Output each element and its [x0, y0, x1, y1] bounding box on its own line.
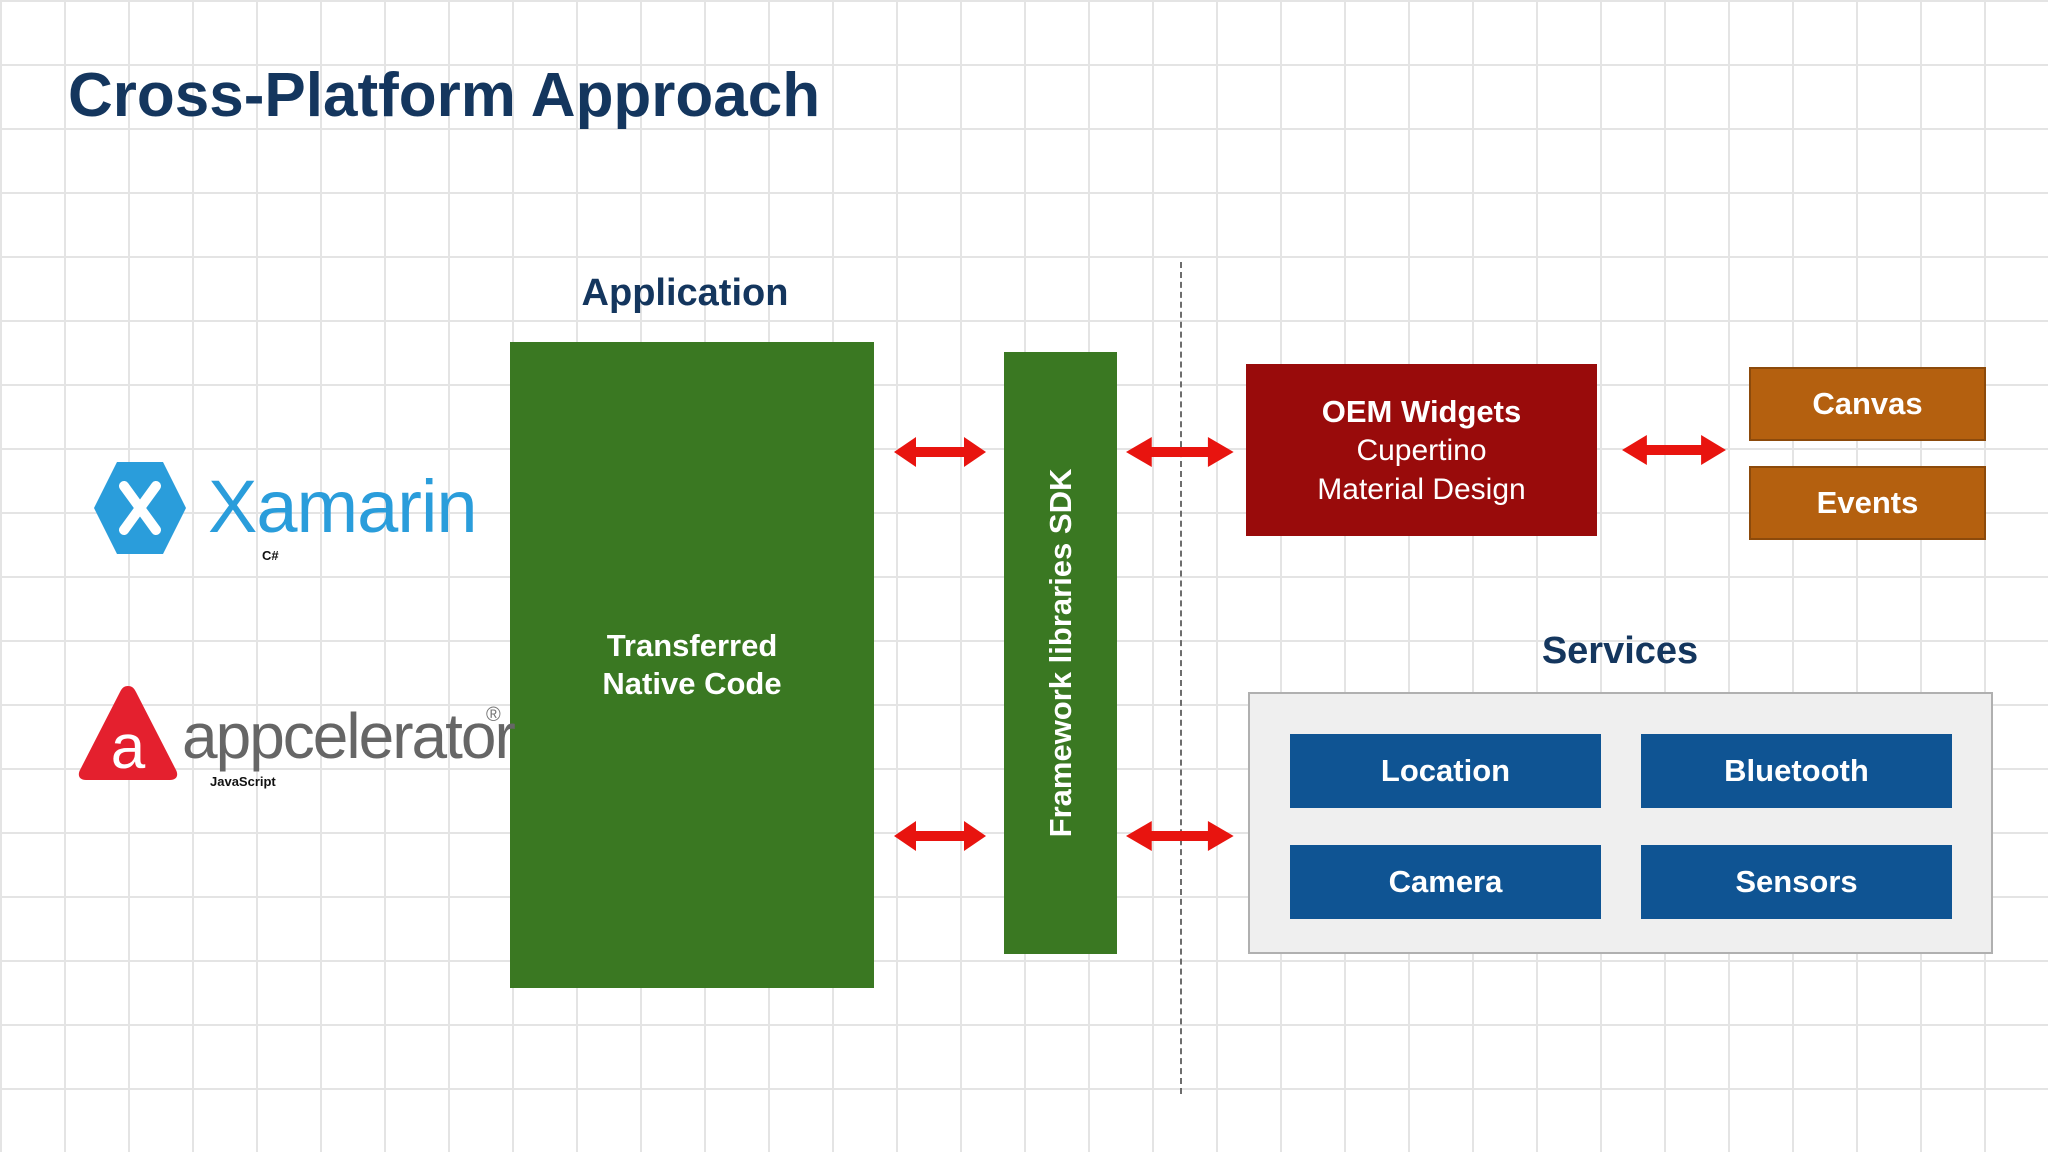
services-heading: Services [1541, 630, 1699, 672]
native-code-line1: Transferred [606, 628, 778, 663]
oem-cupertino: Cupertino [1356, 433, 1487, 467]
sdk-oem-arrow [1126, 437, 1234, 467]
xamarin-logo-icon [90, 458, 190, 558]
service-bluetooth: Bluetooth [1641, 734, 1952, 808]
xamarin-language: C# [262, 548, 279, 563]
native-code-line2: Native Code [602, 666, 782, 701]
svg-text:a: a [111, 713, 146, 782]
oem-canvas-arrow [1622, 435, 1726, 465]
oem-widgets-box: OEM Widgets Cupertino Material Design [1246, 364, 1597, 536]
events-box: Events [1749, 466, 1986, 540]
sdk-services-arrow [1126, 821, 1234, 851]
service-sensors: Sensors [1641, 845, 1952, 919]
framework-sdk-bar: Framework libraries SDK [1004, 352, 1117, 954]
oem-material-design: Material Design [1317, 472, 1526, 506]
registered-mark: ® [486, 704, 501, 726]
service-location: Location [1290, 734, 1601, 808]
appcelerator-language: JavaScript [210, 774, 276, 789]
services-panel: Location Bluetooth Camera Sensors [1248, 692, 1993, 954]
app-sdk-top-arrow [894, 437, 986, 467]
application-heading: Application [581, 272, 789, 314]
app-sdk-bottom-arrow [894, 821, 986, 851]
xamarin-wordmark: Xamarin [208, 465, 478, 548]
transferred-native-code-box: Transferred Native Code [510, 342, 874, 988]
canvas-box: Canvas [1749, 367, 1986, 441]
appcelerator-logo-icon: a [76, 682, 180, 784]
service-camera: Camera [1290, 845, 1601, 919]
oem-title: OEM Widgets [1321, 393, 1522, 429]
platform-divider [1180, 262, 1182, 1094]
page-title: Cross-Platform Approach [68, 61, 821, 130]
appcelerator-wordmark: appcelerator [182, 700, 516, 772]
